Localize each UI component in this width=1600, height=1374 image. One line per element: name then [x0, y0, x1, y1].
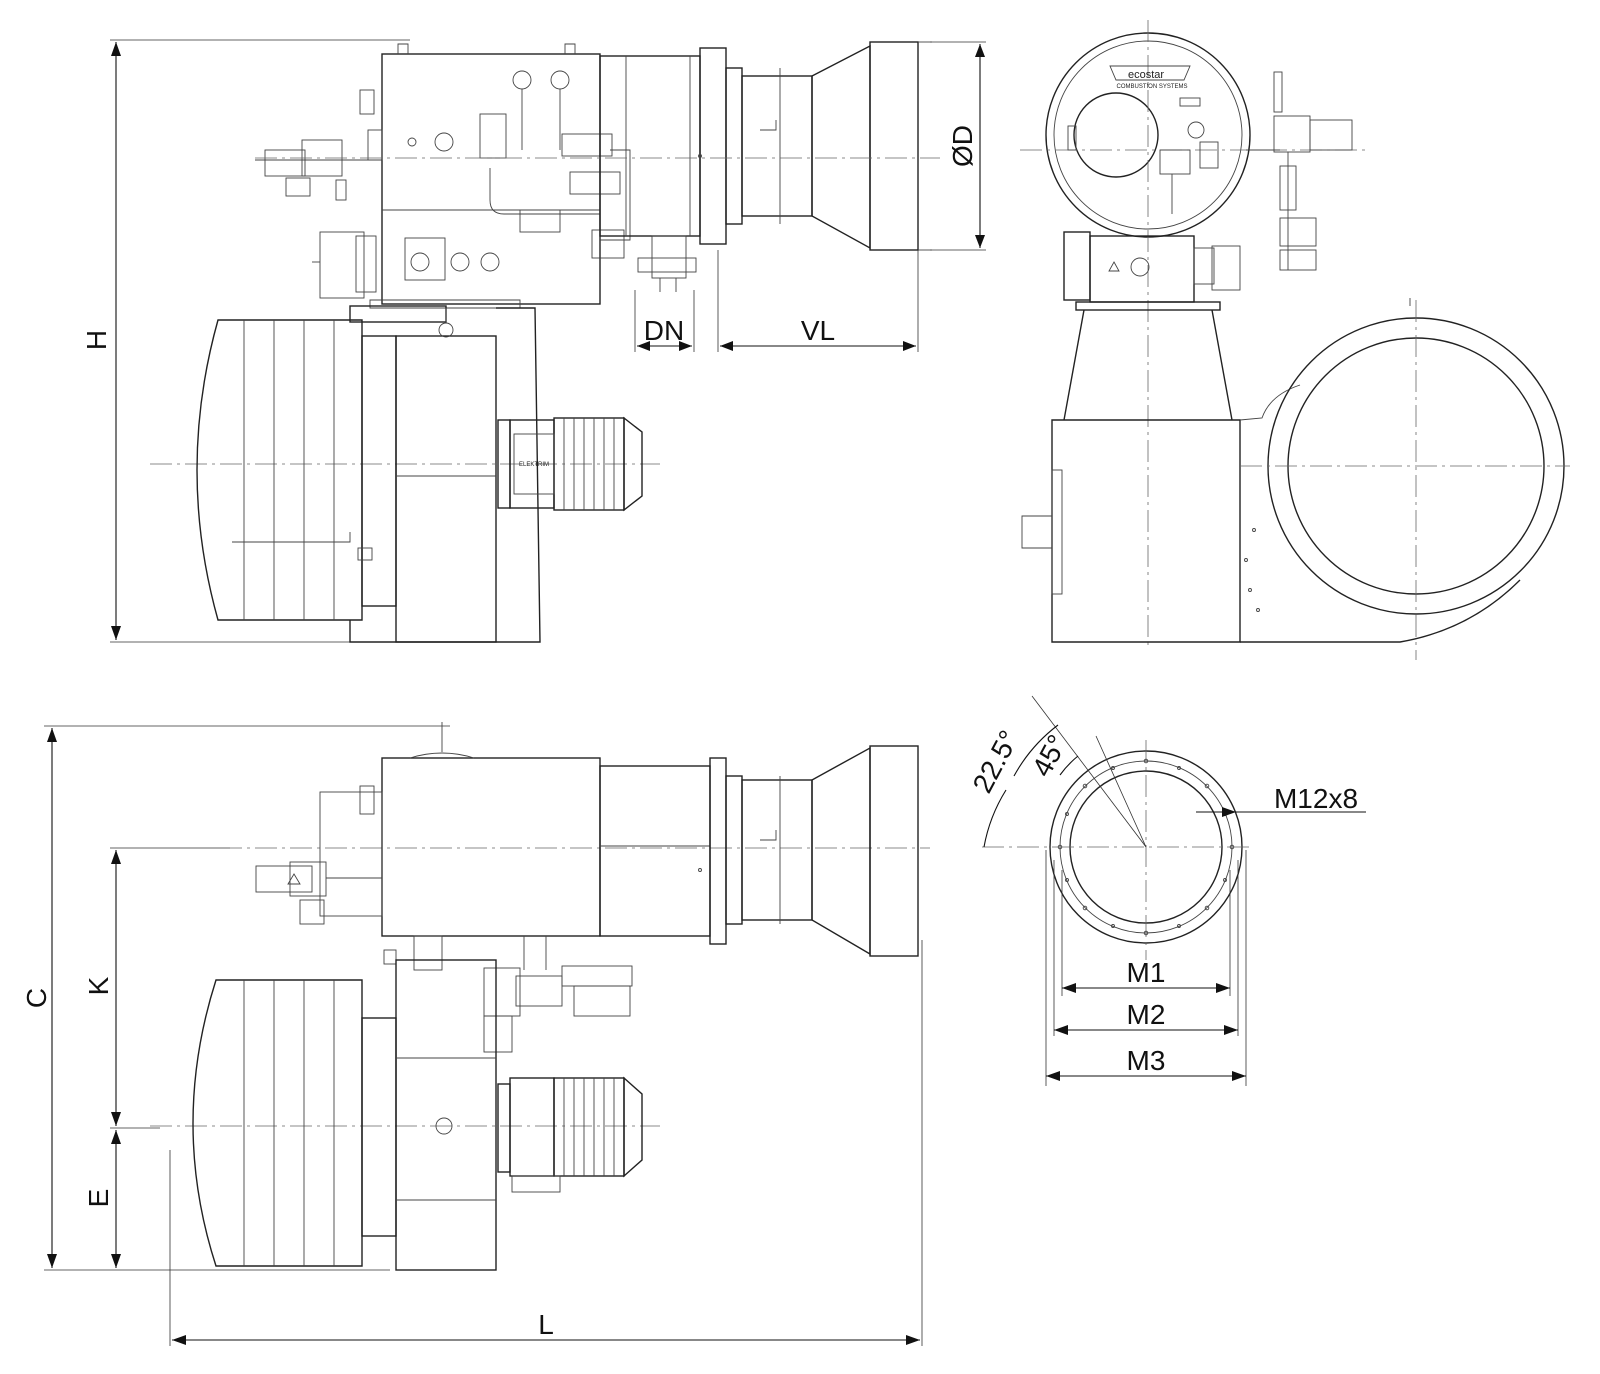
dim-label-E: E: [83, 1189, 114, 1208]
brand-name: ecostar: [1128, 69, 1164, 81]
flange-detail-view: 22.5° 45° M12x8 M1 M2 M3: [967, 695, 1366, 1086]
dim-label-M1: M1: [1127, 957, 1166, 988]
dim-label-L: L: [538, 1309, 554, 1340]
dim-label-D: ØD: [947, 125, 978, 167]
front-elevation-view: ecostar COMBUSTION SYSTEMS: [1020, 20, 1570, 660]
dim-label-M3: M3: [1127, 1045, 1166, 1076]
dim-label-H: H: [81, 330, 112, 350]
dim-label-K: K: [83, 976, 114, 995]
bolt-spec-label: M12x8: [1274, 783, 1358, 814]
angle-label-45: 45°: [1026, 730, 1073, 782]
side-elevation-view: H: [81, 39, 986, 643]
brand-subtitle: COMBUSTION SYSTEMS: [1116, 84, 1187, 90]
dim-label-C: C: [21, 988, 52, 1008]
angle-label-22-5: 22.5°: [967, 725, 1025, 798]
plan-view: C K E L: [21, 722, 930, 1346]
dim-label-DN: DN: [644, 315, 684, 346]
dim-label-VL: VL: [801, 315, 835, 346]
motor-badge: ELEKTRIM: [519, 462, 549, 468]
dim-label-M2: M2: [1127, 999, 1166, 1030]
bolt-holes: [1057, 758, 1235, 936]
brand-logo: ecostar COMBUSTION SYSTEMS: [1109, 65, 1191, 90]
